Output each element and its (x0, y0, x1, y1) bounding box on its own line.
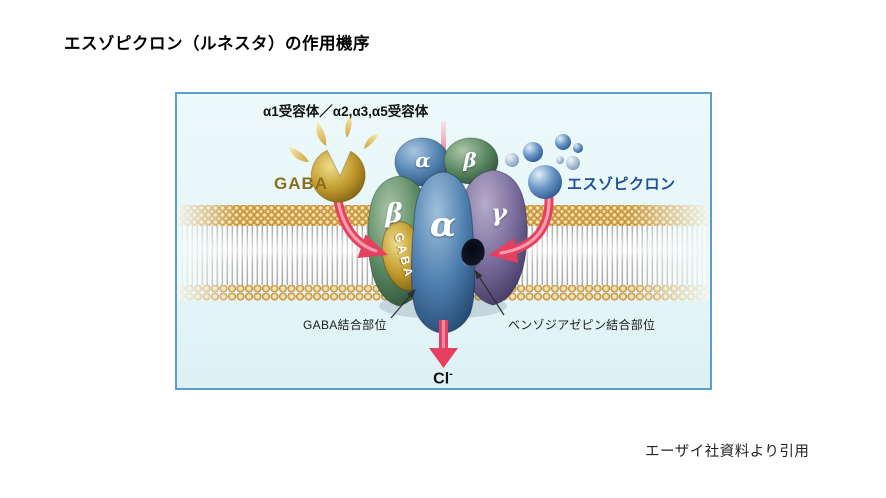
gaba-burst-icon (288, 115, 379, 203)
chloride-symbol: Cl (433, 370, 450, 388)
chloride-charge: - (449, 368, 453, 380)
subunit-beta-front-label: β (385, 199, 403, 229)
benzodiazepine-pocket-rim (462, 259, 483, 268)
benzo-site-pointer-line (474, 269, 505, 316)
subunit-alpha-back-label: α (415, 148, 431, 172)
page-title: エスゾピクロン（ルネスタ）の作用機序 (64, 35, 370, 53)
source-citation: エーザイ社資料より引用 (645, 444, 810, 460)
gaba-binding-site-label: GABA結合部位 (303, 318, 387, 332)
eszopiclone-label: エスゾピクロン (567, 176, 676, 193)
benzodiazepine-binding-site-label: ベンゾジアゼピン結合部位 (508, 318, 656, 332)
subunit-gamma-label: γ (491, 198, 507, 227)
receptor-types-heading: α1受容体／α2,α3,α5受容体 (263, 104, 429, 119)
eszopiclone-molecules-icon (505, 134, 583, 199)
gaba-site-pointer-line (390, 288, 416, 319)
mechanism-figure-panel: α1受容体／α2,α3,α5受容体 GABA エスゾピクロン α β β γ α… (175, 92, 712, 390)
membrane-left-fade (177, 205, 237, 301)
subunit-beta-back-label: β (463, 148, 477, 172)
chloride-flow-arrow (429, 320, 458, 368)
gabaa-receptor-illustration (288, 115, 583, 368)
eszopiclone-binding-arrow (488, 193, 554, 263)
chloride-ion-label: Cl- (413, 368, 473, 388)
benzodiazepine-pocket-icon (461, 238, 485, 268)
subunit-alpha-front-label: α (429, 205, 457, 245)
membrane-right-fade (630, 205, 710, 301)
gaba-label: GABA (274, 174, 329, 193)
